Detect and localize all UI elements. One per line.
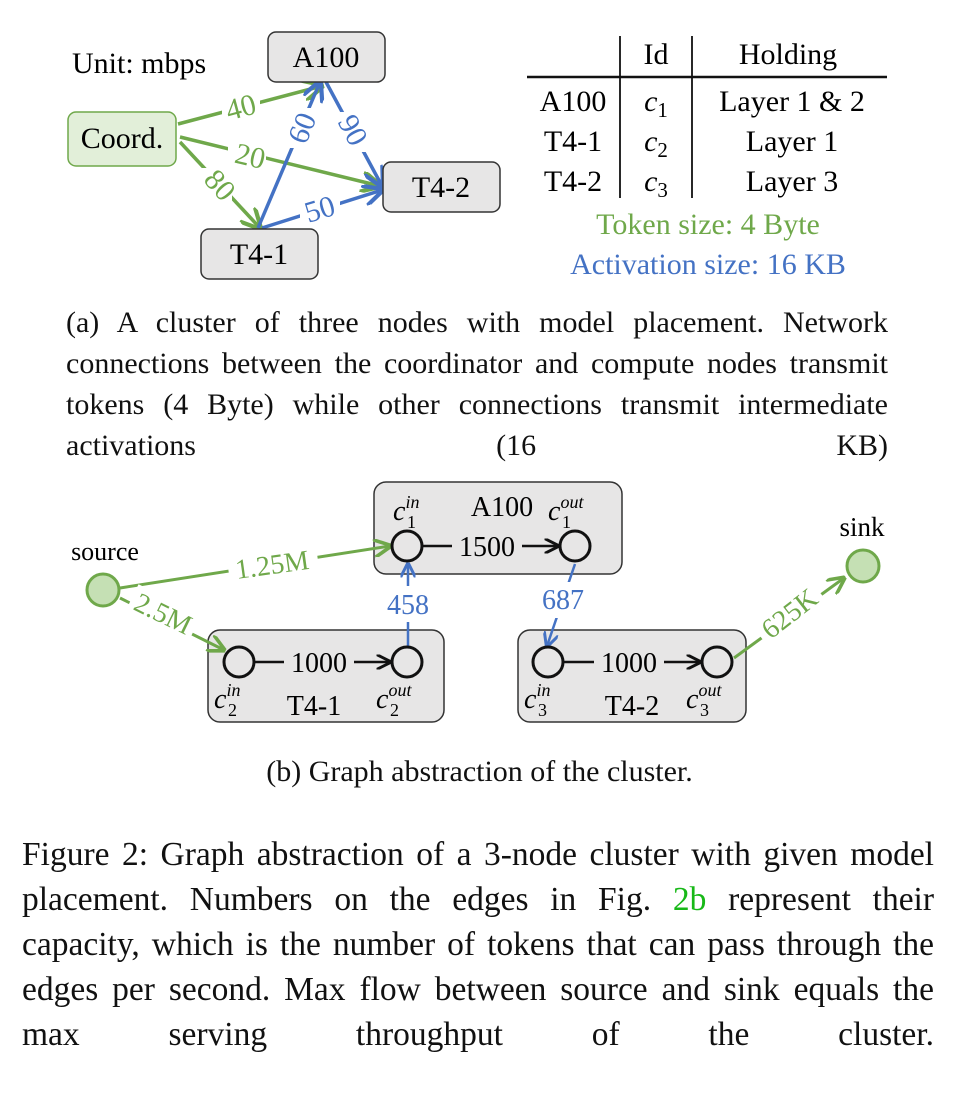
caption-b: (b) Graph abstraction of the cluster. bbox=[266, 755, 693, 788]
table-row-node: T4-1 bbox=[544, 125, 602, 158]
placement-table: Id Holding A100 c1 Layer 1 & 2 T4-1 c2 L… bbox=[527, 36, 887, 202]
figure-caption-text: Figure 2: Graph abstraction of a 3-node … bbox=[22, 836, 934, 918]
activation-size-label: Activation size: 16 KB bbox=[570, 248, 846, 281]
unit-label: Unit: mbps bbox=[72, 47, 206, 80]
edge-label-a100-t42: 687 bbox=[542, 585, 584, 616]
capacity-t4-1: 1000 bbox=[291, 648, 347, 679]
figure-ref-link[interactable]: 2b bbox=[672, 881, 707, 918]
box-t4-2 bbox=[517, 629, 747, 723]
edge-a100-t41 bbox=[256, 82, 320, 229]
token-size-label: Token size: 4 Byte bbox=[596, 208, 820, 241]
diagram-b: 1.25M 2.5M 458 687 625K 1500 1000 1000 s… bbox=[71, 481, 885, 723]
node-t4-1: T4-1 bbox=[200, 228, 319, 280]
figure-caption-text: represent their capacity, which is the n… bbox=[22, 881, 935, 1053]
node-t4-2: T4-2 bbox=[382, 161, 501, 213]
source-label: source bbox=[71, 537, 139, 566]
box-label-a100: A100 bbox=[471, 492, 533, 523]
node-coord: Coord. bbox=[67, 111, 177, 167]
svg-text:A100: A100 bbox=[293, 41, 360, 74]
svg-text:T4-1: T4-1 bbox=[230, 238, 288, 271]
box-label-t4-2: T4-2 bbox=[605, 691, 659, 722]
table-header-holding: Holding bbox=[739, 38, 837, 71]
vertex-c2-out bbox=[390, 645, 424, 679]
capacity-a100: 1500 bbox=[459, 532, 515, 563]
table-row-id: c1 bbox=[644, 85, 668, 122]
vertex-c1-in bbox=[390, 529, 424, 563]
box-label-t4-1: T4-1 bbox=[287, 691, 341, 722]
node-a100: A100 bbox=[267, 31, 386, 83]
edge-label-source-a100: 1.25M bbox=[233, 545, 311, 586]
box-t4-1 bbox=[207, 629, 445, 723]
edge-label-coord-t42: 20 bbox=[232, 137, 269, 176]
vertex-c2-in bbox=[222, 645, 256, 679]
svg-text:Coord.: Coord. bbox=[81, 122, 164, 155]
table-row-holding: Layer 1 & 2 bbox=[719, 85, 865, 118]
vertex-c1-out bbox=[558, 529, 592, 563]
sink-label: sink bbox=[839, 512, 885, 542]
edge-label-source-t41: 2.5M bbox=[129, 587, 197, 641]
caption-a: (a) A cluster of three nodes with model … bbox=[66, 306, 888, 462]
edge-label-t41-a100: 458 bbox=[387, 590, 429, 621]
edge-coord-t42 bbox=[179, 135, 380, 186]
table-row-node: A100 bbox=[540, 85, 607, 118]
table-row-id: c3 bbox=[644, 165, 668, 202]
edge-label-a100-t42: 90 bbox=[331, 109, 374, 151]
table-row-id: c2 bbox=[644, 125, 668, 162]
figure-caption: Figure 2: Graph abstraction of a 3-node … bbox=[22, 832, 934, 1102]
capacity-t4-2: 1000 bbox=[601, 648, 657, 679]
vertex-c3-out bbox=[700, 645, 734, 679]
table-row-holding: Layer 3 bbox=[746, 165, 838, 198]
table-header-id: Id bbox=[644, 38, 669, 71]
table-row-node: T4-2 bbox=[544, 165, 602, 198]
vertex-sink bbox=[845, 548, 881, 584]
vertex-source bbox=[85, 572, 121, 608]
diagram-a: Unit: mbps 40 20 80 60 90 50 A100 Coord.… bbox=[67, 31, 887, 281]
edge-label-a100-t41: 60 bbox=[282, 108, 324, 148]
table-row-holding: Layer 1 bbox=[746, 125, 838, 158]
vertex-c3-in bbox=[531, 645, 565, 679]
svg-text:T4-2: T4-2 bbox=[412, 171, 470, 204]
